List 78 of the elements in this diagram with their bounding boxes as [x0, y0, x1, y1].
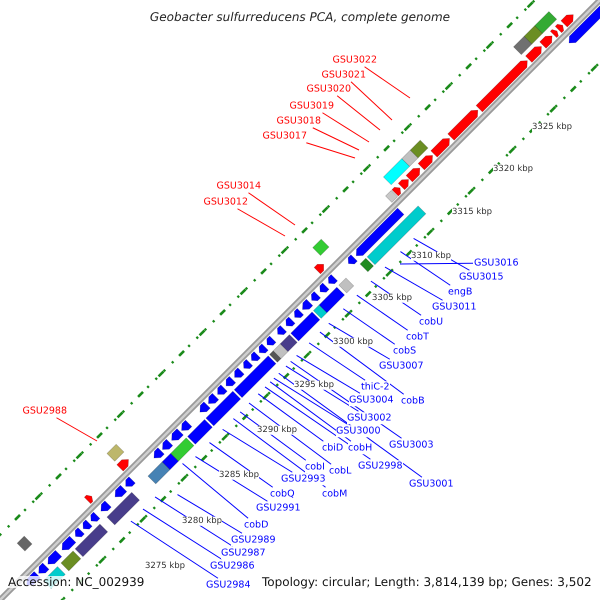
scale-label: 3320 kbp	[493, 164, 534, 174]
scale-label: 3300 kbp	[333, 338, 374, 346]
gene-label: cobB	[401, 395, 425, 407]
scale-label: 3285 kbp	[219, 470, 260, 480]
leader-line	[350, 81, 392, 120]
leader-line	[296, 354, 360, 394]
gene-label: GSU3021	[321, 69, 366, 81]
gene-label: GSU2989	[231, 534, 276, 546]
leader-line	[258, 393, 324, 442]
gene-label: GSU3012	[203, 196, 248, 208]
leader-line	[182, 463, 249, 519]
accession-text: Accession: NC_002939	[8, 576, 144, 588]
gene-label: cobL	[329, 465, 352, 477]
leader-line	[356, 294, 408, 331]
gene-label: GSU3015	[459, 271, 504, 283]
gene-label: GSU2986	[210, 560, 255, 572]
leader-line	[342, 308, 396, 345]
gene-label: GSU2998	[358, 460, 403, 472]
gene-label: GSU3017	[262, 130, 307, 142]
gene-label: GSU3020	[306, 83, 351, 95]
gene-label: GSU3018	[276, 115, 321, 127]
leader-line	[248, 192, 296, 226]
leader-line	[322, 112, 370, 142]
gene-label: cobD	[244, 519, 268, 531]
gene-label: GSU3000	[336, 425, 381, 437]
leader-line	[270, 381, 352, 442]
gene-label: GSU3004	[349, 394, 394, 406]
gene-label: cobT	[406, 331, 429, 343]
gene-label: GSU3019	[289, 100, 334, 112]
genome-info-text: Topology: circular; Length: 3,814,139 bp; Genes: 3,502	[262, 576, 592, 588]
leader-line	[319, 332, 404, 395]
leader-line	[237, 208, 286, 236]
scale-label: 3280 kbp	[182, 516, 222, 526]
scale-label: 3290 kbp	[257, 426, 298, 434]
gene-label: GSU3001	[409, 478, 454, 490]
gene-label: cbiD	[322, 442, 344, 454]
scale-label: 3275 kbp	[145, 562, 186, 570]
gene-label: cobQ	[270, 488, 295, 500]
leader-line	[176, 494, 243, 534]
gene-label: GSU3002	[347, 412, 392, 424]
leader-line	[364, 66, 410, 98]
leader-line	[308, 342, 366, 381]
gene-label: GSU3003	[389, 439, 434, 451]
leader-line	[306, 142, 356, 158]
gene-label: GSU3014	[216, 180, 261, 192]
leader-line	[400, 262, 474, 264]
gene-label: cobH	[348, 442, 372, 454]
gene-label: cobS	[393, 345, 416, 357]
gene-label: GSU3022	[332, 54, 377, 66]
leader-line	[208, 442, 274, 488]
gene-label: GSU2993	[281, 473, 326, 485]
leader-line	[312, 127, 360, 150]
leader-line	[222, 428, 293, 473]
gene-label: GSU3016	[474, 257, 519, 269]
map-title: Geobacter sulfurreducens PCA, complete genome	[148, 11, 452, 23]
leader-line	[142, 508, 222, 560]
scale-label: 3325 kbp	[532, 122, 572, 132]
scale-label: 3315 kbp	[452, 208, 492, 216]
leader-line	[130, 520, 218, 579]
scale-label: 3310 kbp	[411, 252, 452, 260]
leader-line	[336, 95, 380, 130]
gene-label: GSU2991	[256, 502, 301, 514]
gene-label: cobM	[322, 488, 348, 500]
gene-label: thiC-2	[361, 381, 390, 393]
gene-label: cobI	[305, 461, 325, 473]
gene-label: GSU3011	[432, 301, 477, 313]
gene-label: engB	[448, 286, 472, 298]
gene-label: GSU2987	[221, 547, 266, 559]
scale-label: 3305 kbp	[372, 294, 412, 302]
leader-line	[384, 266, 444, 301]
leader-line	[400, 251, 451, 286]
leader-line	[273, 378, 348, 425]
gene-label: cobU	[419, 316, 444, 328]
leader-line	[56, 417, 98, 442]
gene-label: GSU3007	[379, 360, 424, 372]
gene-label: GSU2984	[206, 579, 251, 591]
scale-label: 3295 kbp	[294, 380, 334, 390]
gene-label: GSU2988	[22, 405, 67, 417]
